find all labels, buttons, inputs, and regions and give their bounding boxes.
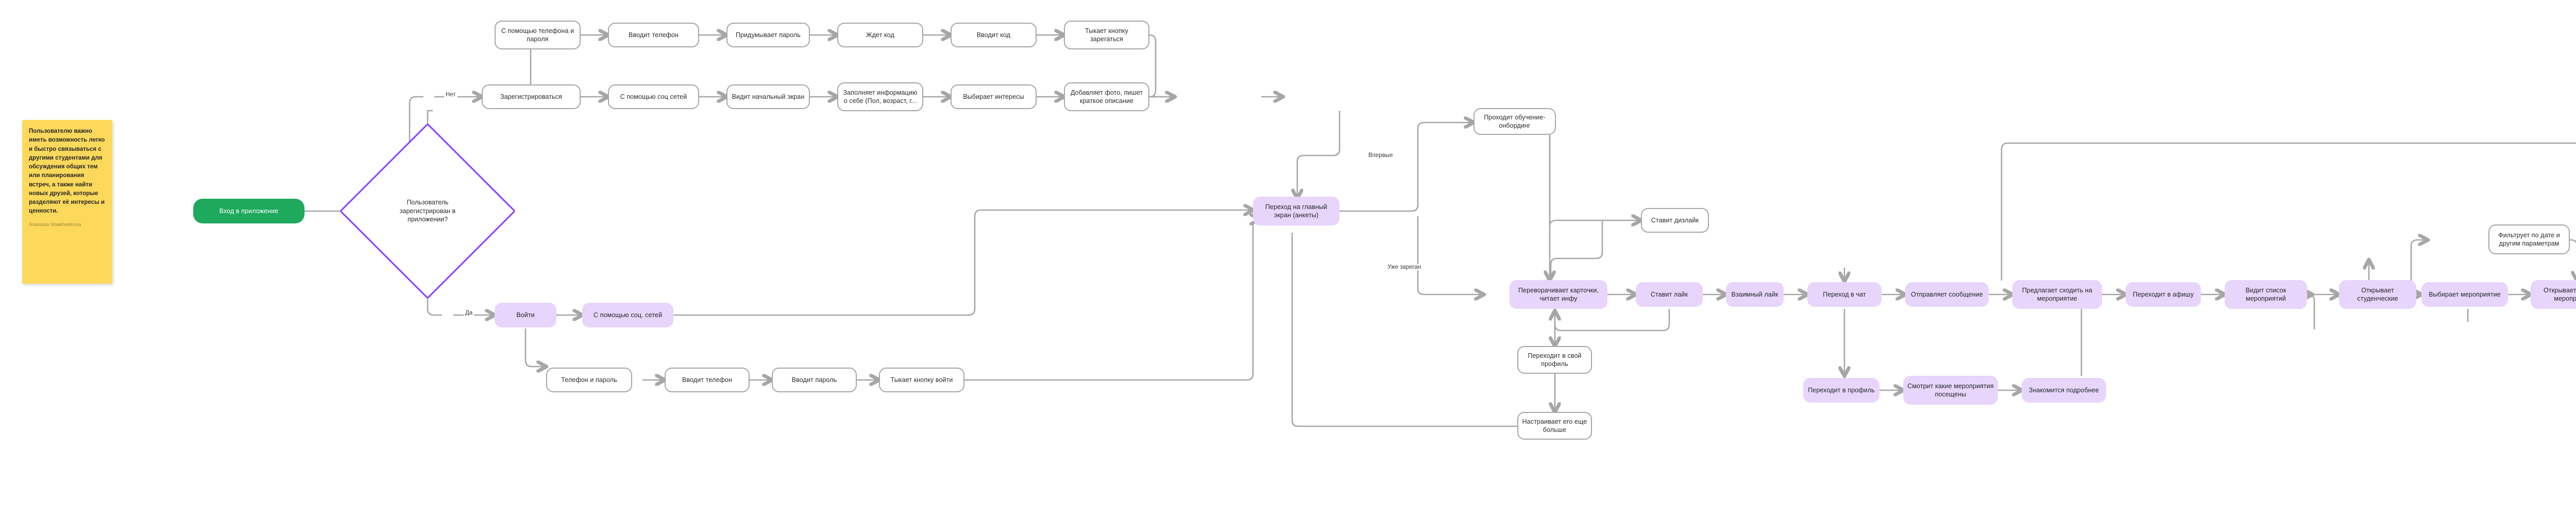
node-start[interactable]: Вход в приложение: [193, 199, 304, 223]
node-reg-phone[interactable]: С помощью телефона и пароля: [495, 21, 581, 49]
node-suggest-event[interactable]: Предлагает сходить на мероприятие: [2012, 280, 2102, 309]
node-tune-profile[interactable]: Настраивает его еще больше: [1517, 412, 1592, 440]
node-swipe-cards[interactable]: Переворачивает карточки, читает инфу: [1510, 280, 1607, 309]
edge-label-yes: Да: [464, 310, 474, 316]
node-filter-by-date[interactable]: Фильтрует по дате и другим параметрам: [2488, 224, 2570, 254]
node-login-phone[interactable]: Телефон и пароль: [546, 368, 632, 392]
node-reg-social[interactable]: С помощью соц сетей: [608, 84, 699, 109]
sticky-note: Пользователю важно иметь возможность лег…: [22, 120, 112, 284]
node-get-acquainted[interactable]: Знакомится подробнее: [2022, 378, 2106, 403]
node-login[interactable]: Войти: [495, 303, 556, 327]
node-login-social[interactable]: С помощью соц. сетей: [582, 303, 673, 327]
node-login-tap-login[interactable]: Тыкает кнопку войти: [879, 368, 964, 392]
node-reg-enter-phone[interactable]: Вводит телефон: [608, 23, 699, 47]
decision-label: Пользователь зарегистрирован в приложени…: [399, 198, 456, 223]
node-reg-make-password[interactable]: Придумывает пароль: [726, 23, 810, 47]
node-register[interactable]: Зарегистрироваться: [482, 84, 581, 109]
node-reg-fill-info[interactable]: Заполняет информацию о себе (Пол, возрас…: [837, 82, 923, 111]
node-reg-tap-register[interactable]: Тыкает кнопку зарегаться: [1064, 21, 1149, 49]
node-view-visited-events[interactable]: Смотрит какие мероприятия посещены: [1903, 376, 1998, 405]
node-main-screen[interactable]: Переход на главный экран (анкеты): [1253, 197, 1340, 225]
sticky-note-text: Пользователю важно иметь возможность лег…: [29, 128, 105, 215]
sticky-note-author: Anastasia Shaikhedinova: [29, 221, 81, 227]
edge-label-no: Нет: [444, 92, 457, 98]
edge-label-first-time: Впервые: [1367, 152, 1395, 159]
node-reg-enter-code[interactable]: Вводит код: [951, 23, 1037, 47]
node-open-student[interactable]: Открывает студенческие: [2339, 280, 2416, 309]
node-like[interactable]: Ставит лайк: [1636, 282, 1703, 307]
node-reg-start-screen[interactable]: Видит начальный экран: [726, 84, 810, 109]
node-onboarding[interactable]: Проходит обучение-онбординг: [1473, 108, 1556, 135]
node-go-to-poster[interactable]: Переходит в афишу: [2126, 282, 2201, 307]
node-dislike[interactable]: Ставит дизлайк: [1641, 208, 1709, 233]
node-mutual-like[interactable]: Взаимный лайк: [1726, 282, 1784, 307]
node-send-message[interactable]: Отправляет сообщение: [1905, 282, 1989, 307]
node-see-events-list[interactable]: Видит список мероприятий: [2225, 280, 2307, 309]
node-decision-registered[interactable]: Пользователь зарегистрирован в приложени…: [339, 123, 516, 300]
node-open-event-card[interactable]: Открывает карточку мероприятия: [2531, 280, 2576, 309]
node-reg-wait-code[interactable]: Ждет код: [837, 23, 923, 47]
node-reg-add-photo[interactable]: Добавляет фото, пишет краткое описание: [1064, 82, 1149, 111]
node-go-to-chat[interactable]: Переход в чат: [1807, 282, 1882, 307]
node-own-profile[interactable]: Переходит в свой профиль: [1517, 346, 1592, 374]
node-reg-choose-interests[interactable]: Выбирает интересы: [951, 84, 1037, 109]
edge-label-already-registered: Уже зареган: [1386, 264, 1423, 270]
node-login-enter-password[interactable]: Вводит пароль: [772, 368, 857, 392]
node-choose-event[interactable]: Выбирает мероприятие: [2421, 282, 2508, 307]
node-login-enter-phone[interactable]: Вводит телефон: [665, 368, 750, 392]
node-go-to-profile[interactable]: Переходит в профиль: [1803, 378, 1879, 403]
